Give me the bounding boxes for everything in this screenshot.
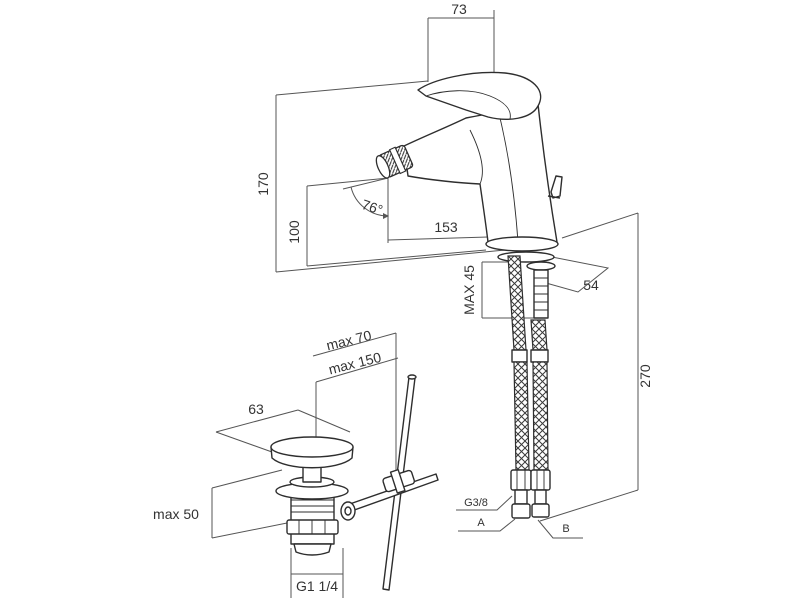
extension-line — [306, 177, 389, 187]
nut-facets — [516, 470, 526, 490]
body-contour — [499, 117, 519, 243]
spout-height-label: 100 — [286, 220, 302, 244]
extension-line — [275, 80, 429, 96]
extension-line — [211, 469, 283, 489]
leader-line — [537, 519, 583, 539]
nozzle-outlet — [375, 155, 391, 179]
hose-b-sleeve — [530, 349, 549, 363]
base-width-label: 54 — [583, 277, 599, 293]
extension-line — [215, 431, 273, 453]
drain-thread-label: G1 1/4 — [296, 578, 338, 594]
hose-a-lower — [513, 361, 530, 471]
dimension-line — [312, 332, 397, 357]
spout-nozzle — [375, 144, 414, 179]
faucet — [375, 71, 563, 519]
dimension-63: 63 — [215, 401, 351, 453]
dimension-line — [215, 409, 299, 433]
dimension-max-50: max 50 — [153, 469, 293, 539]
extension-line — [211, 521, 293, 539]
extension-line — [275, 249, 506, 273]
nut-facets — [298, 520, 326, 534]
hose-a-sleeve — [511, 349, 528, 363]
lever-contour — [425, 90, 511, 120]
dimension-line — [315, 357, 399, 383]
clamp-screw — [389, 468, 406, 494]
dimension-g1-1-4: G1 1/4 — [290, 548, 344, 598]
side-outlet-inner — [344, 506, 352, 516]
dimension-73: 73 — [427, 1, 495, 82]
hose-b-nut — [530, 469, 551, 491]
dimension-54: 54 — [545, 256, 610, 293]
drain-threads — [291, 499, 334, 513]
popup-knob-base — [547, 195, 561, 199]
nozzle-ring — [388, 146, 407, 175]
total-height-label: 170 — [255, 172, 271, 196]
hose-a-tail — [514, 489, 528, 505]
leader-line — [458, 518, 516, 532]
hose-a-connector — [511, 503, 531, 519]
hose-b-connector — [531, 503, 550, 518]
hose-thread-label: G3/8 — [464, 497, 488, 509]
max-deck-label: MAX 45 — [461, 265, 477, 315]
rod-clamp — [382, 468, 416, 494]
faucet-body — [403, 103, 558, 243]
extension-line — [561, 212, 639, 239]
extension-line — [297, 409, 351, 433]
leader-line — [456, 495, 513, 511]
popup-waste — [270, 374, 439, 591]
max-150-label: max 150 — [327, 349, 383, 378]
hose-a-nut — [510, 469, 532, 491]
nut-facets — [536, 470, 545, 490]
body-contour — [469, 129, 483, 185]
extension-line — [539, 489, 639, 522]
hose-b-tail — [534, 489, 547, 505]
faucet-base — [485, 236, 559, 252]
drain-tail — [293, 543, 332, 556]
stud-threads — [534, 277, 548, 311]
hose-a-upper — [507, 255, 527, 351]
hose-a-label: A — [477, 517, 485, 529]
hose-b-lower — [532, 361, 549, 471]
angle-arc — [350, 186, 389, 220]
dimension-100: 100 — [286, 177, 487, 267]
max-70-label: max 70 — [325, 327, 374, 354]
dimension-line — [545, 256, 610, 293]
hose-callouts: G3/8 A B — [456, 495, 583, 539]
max-50-label: max 50 — [153, 506, 199, 522]
spout-reach-label: 153 — [434, 219, 458, 235]
spout-angle-label: 76° — [360, 196, 385, 218]
lever-width-label: 73 — [451, 1, 467, 17]
extension-line — [306, 249, 487, 267]
drain-nut — [286, 519, 339, 535]
drain-body — [290, 491, 335, 545]
dimension-153: 153 — [387, 178, 523, 243]
drain-cap-label: 63 — [248, 401, 264, 417]
mounting-nut — [526, 261, 556, 271]
hose-b-label: B — [562, 523, 569, 535]
hose-length-label: 270 — [637, 364, 653, 388]
mounting-washer — [497, 251, 555, 263]
drain-cap — [270, 436, 354, 458]
dimension-270: 270 — [539, 212, 653, 522]
dimension-170: 170 — [255, 80, 506, 273]
pull-rod-tip — [407, 374, 417, 380]
spout-axis-line — [342, 177, 389, 190]
hose-b-upper — [530, 319, 548, 351]
popup-knob — [550, 175, 563, 199]
lever-handle — [417, 71, 542, 120]
dimension-angle: 76° — [342, 177, 389, 220]
